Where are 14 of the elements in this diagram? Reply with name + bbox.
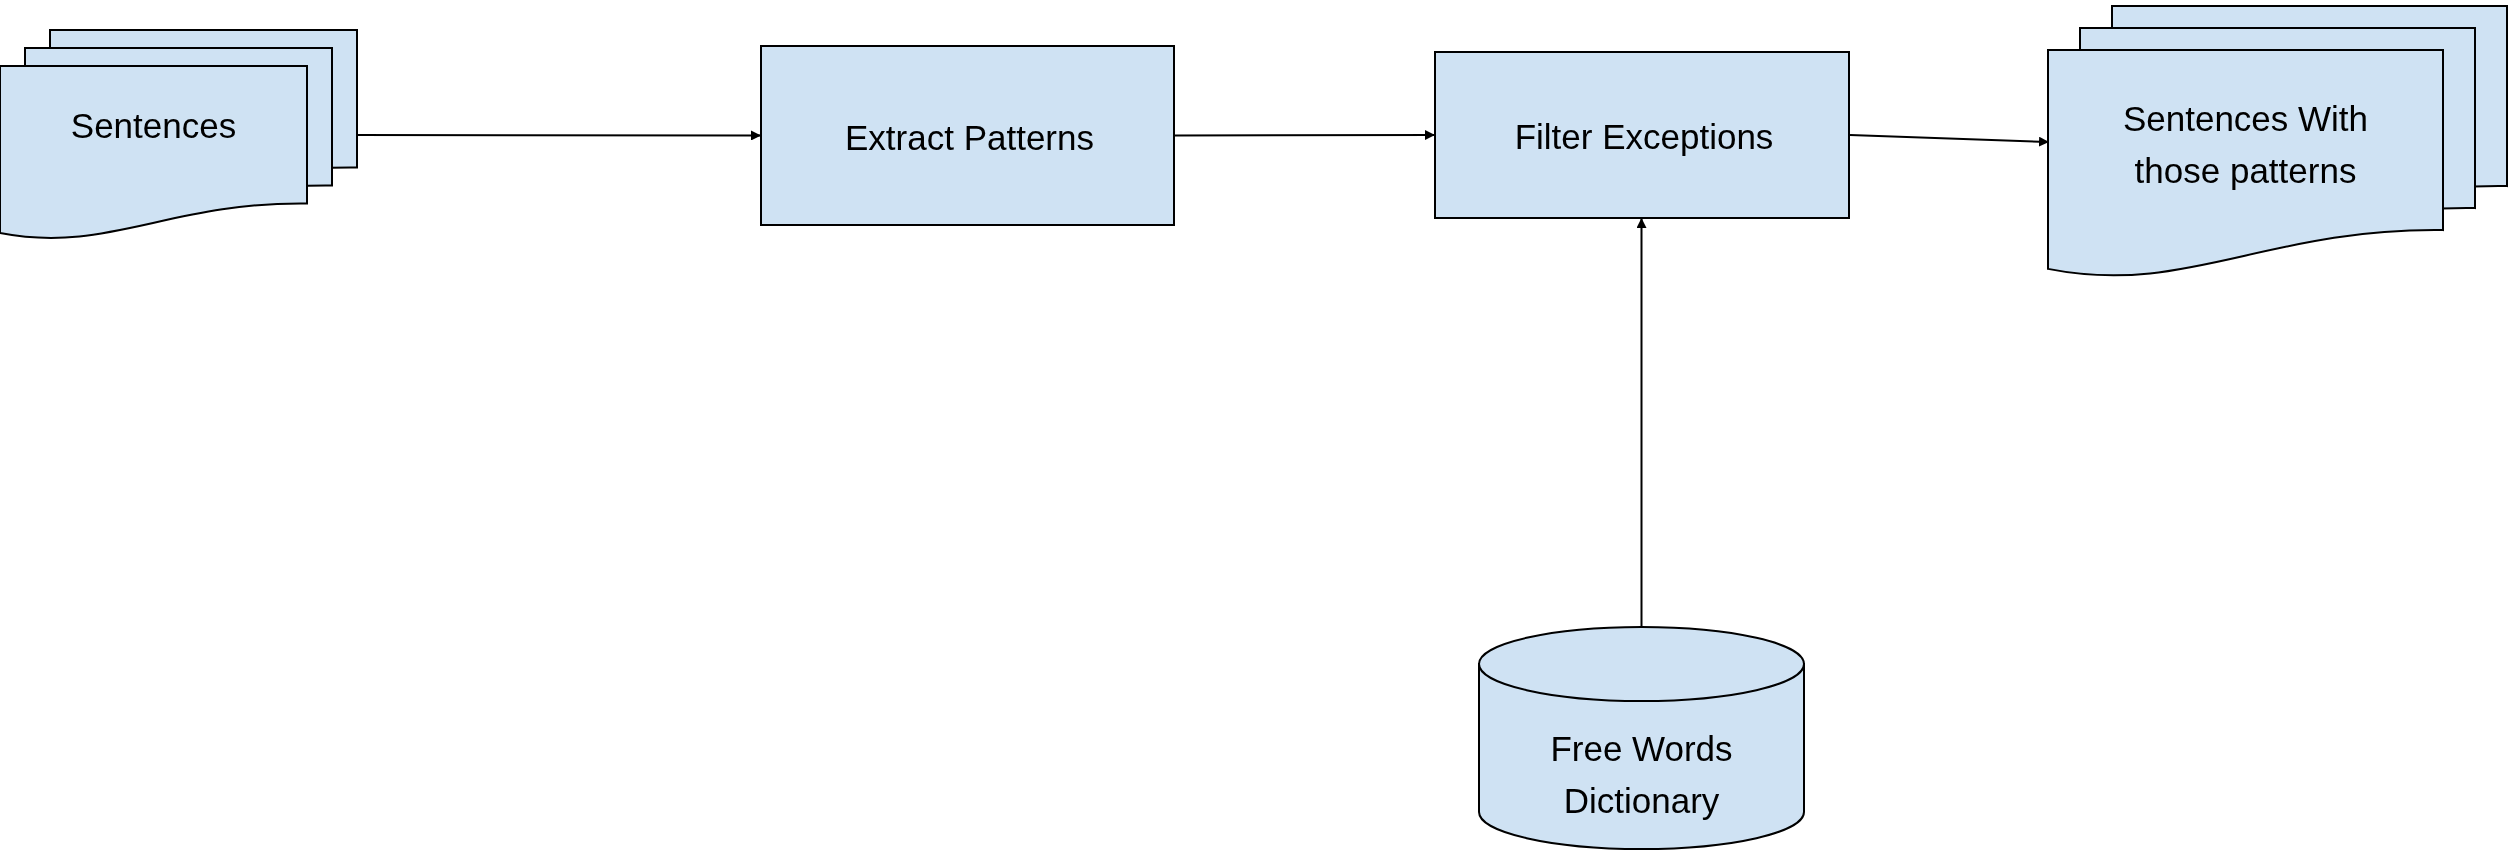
process-box (1434, 51, 1850, 219)
process-box (760, 45, 1175, 226)
arrow (356, 130, 761, 141)
node-label: Filter Exceptions (1514, 116, 1774, 158)
node-label: Sentences With those patterns (2121, 98, 2370, 192)
node-label: Free Words Dictionary (1549, 728, 1734, 822)
arrow (1174, 130, 1435, 140)
arrow (1636, 218, 1647, 627)
document-stack-shape (0, 30, 357, 240)
document-stack-shape (2048, 6, 2507, 278)
arrow (1849, 134, 2049, 147)
node-label: Extract Patterns (845, 116, 1094, 159)
database-cylinder (1478, 626, 1805, 849)
node-label: Sentences (70, 105, 237, 147)
